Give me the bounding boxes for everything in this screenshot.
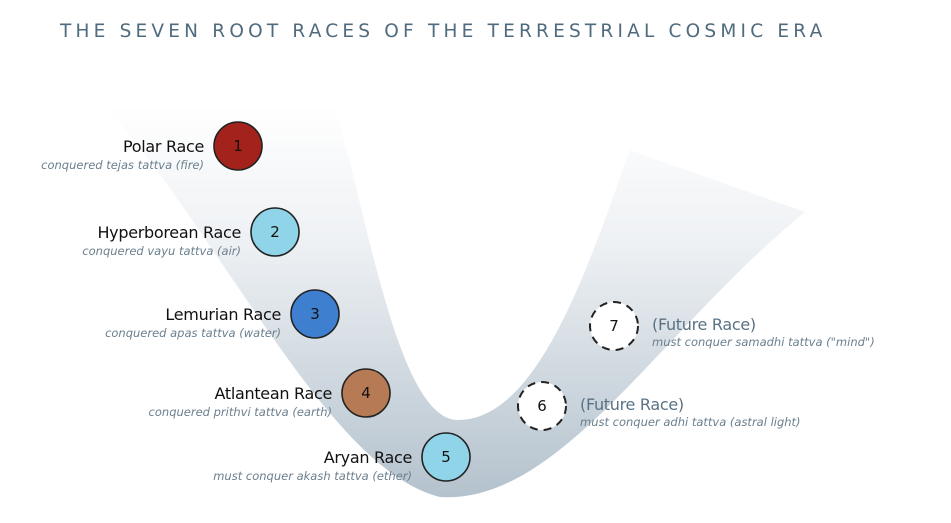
race-name: (Future Race) xyxy=(652,315,756,334)
race-tattva-note: must conquer akash tattva (ether) xyxy=(213,469,412,483)
race-circle-marker xyxy=(213,121,263,171)
race-number: 5 xyxy=(441,448,451,466)
race-item: 1 Polar Race conquered tejas tattva (fire) xyxy=(41,121,263,172)
race-item: 7 (Future Race)must conquer samadhi tattv… xyxy=(589,301,875,351)
race-item: 3 Lemurian Race conquered apas tattva (wat… xyxy=(105,289,340,340)
diagram-title: THE SEVEN ROOT RACES OF THE TERRESTRIAL … xyxy=(59,21,826,42)
dashed-circle-marker xyxy=(589,301,639,351)
race-tattva-note: conquered vayu tattva (air) xyxy=(82,244,241,258)
race-tattva-note: conquered tejas tattva (fire) xyxy=(41,158,204,172)
race-name: Polar Race xyxy=(123,137,204,156)
race-circle-marker xyxy=(250,207,300,257)
race-name: Aryan Race xyxy=(324,448,412,467)
race-item: 5 Aryan Race must conquer akash tattva (et… xyxy=(213,432,471,483)
dashed-circle-marker xyxy=(517,381,567,431)
race-number: 3 xyxy=(310,305,320,323)
race-circle-marker xyxy=(290,289,340,339)
race-number: 1 xyxy=(233,137,243,155)
race-tattva-note: conquered apas tattva (water) xyxy=(105,326,281,340)
race-tattva-note: conquered prithvi tattva (earth) xyxy=(149,405,332,419)
race-name: Lemurian Race xyxy=(165,305,281,324)
race-name: Hyperborean Race xyxy=(97,223,241,242)
race-circle-marker xyxy=(341,368,391,418)
race-number: 4 xyxy=(361,384,371,402)
race-item: 6 (Future Race)must conquer adhi tattva (… xyxy=(517,381,801,431)
race-item: 2 Hyperborean Race conquered vayu tattva (… xyxy=(82,207,300,258)
race-number: 6 xyxy=(537,397,547,415)
cycle-band xyxy=(105,105,805,498)
race-number: 2 xyxy=(270,223,280,241)
race-circle-marker xyxy=(421,432,471,482)
race-number: 7 xyxy=(609,317,619,335)
race-name: Atlantean Race xyxy=(215,384,333,403)
race-tattva-note: must conquer adhi tattva (astral light) xyxy=(580,415,801,429)
race-item: 4 Atlantean Race conquered prithvi tattva … xyxy=(149,368,391,419)
race-name: (Future Race) xyxy=(580,395,684,414)
race-tattva-note: must conquer samadhi tattva ("mind") xyxy=(652,335,875,349)
